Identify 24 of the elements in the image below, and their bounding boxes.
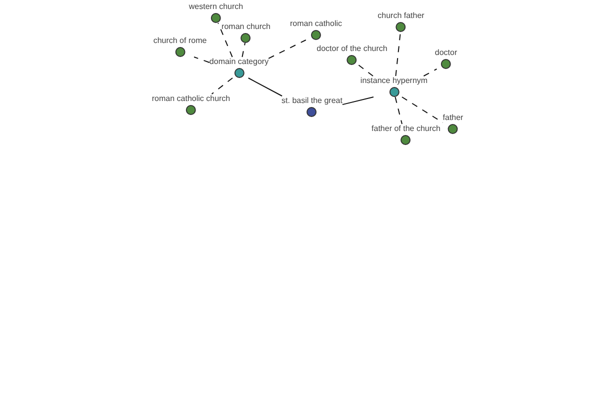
dashed-line — [268, 40, 306, 59]
node-label: roman catholic — [290, 19, 342, 29]
node-label: instance hypernym — [360, 76, 428, 86]
node-label: roman catholic church — [152, 94, 230, 104]
dashed-line — [218, 22, 233, 58]
node-label: western church — [188, 2, 244, 12]
node-label: doctor of the church — [316, 44, 388, 54]
connector-line — [342, 96, 374, 106]
node-label: father of the church — [372, 124, 440, 134]
node-label: doctor — [434, 48, 458, 58]
connector-line — [248, 78, 283, 96]
node-label: church of rome — [153, 36, 207, 46]
node-label: father — [442, 113, 464, 123]
node-label: roman church — [222, 22, 270, 32]
dashed-line — [423, 68, 438, 76]
dashed-line — [242, 42, 246, 58]
dashed-line — [394, 96, 402, 124]
dashed-line — [358, 64, 374, 76]
node-label: st. basil the great — [282, 96, 342, 106]
node-label: domain category — [209, 57, 269, 67]
dashed-line — [395, 32, 401, 76]
dashed-line — [194, 56, 210, 63]
dashed-line — [211, 78, 234, 94]
node-label: church father — [378, 11, 424, 21]
